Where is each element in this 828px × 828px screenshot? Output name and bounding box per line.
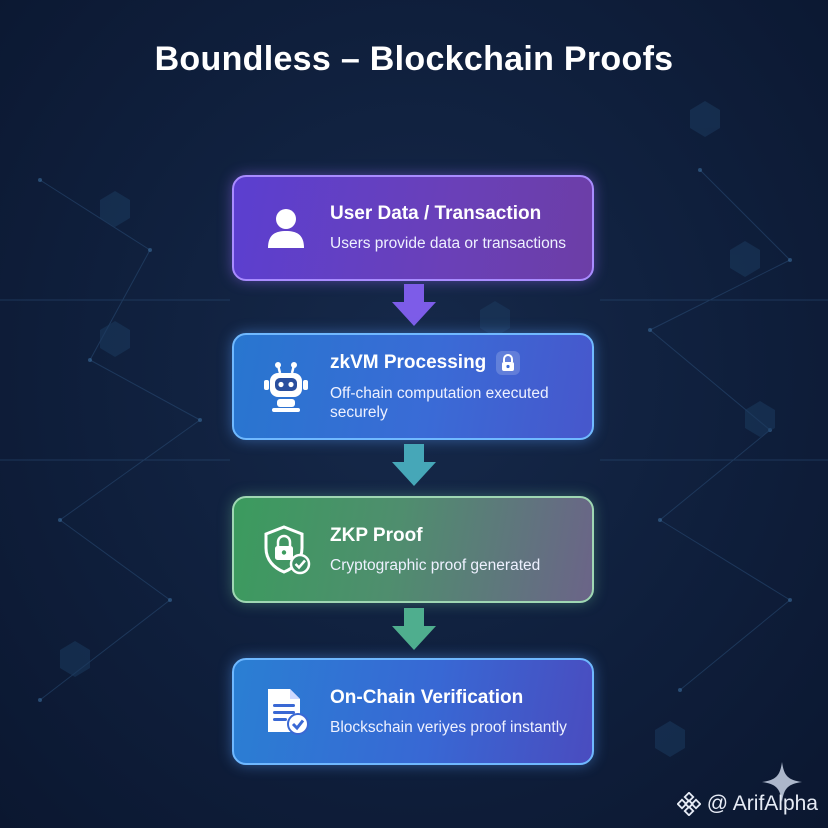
down-arrow-icon [392, 284, 436, 326]
user-icon [268, 209, 304, 248]
step-description: Users provide data or transactions [330, 235, 567, 252]
step-title-text: zkVM Processing [330, 352, 487, 373]
sparkle-icon [762, 762, 802, 802]
step-description: Blockschain veriyes proof instantly [330, 718, 567, 736]
watermark-handle: @ ArifAlpha [706, 792, 818, 815]
lock-icon [496, 351, 521, 375]
step-description: Off-chain computation executed securely [330, 385, 549, 421]
step-card-zkp-proof: ZKP Proof Cryptographic proof generated [232, 496, 594, 603]
step-title: User Data / Transaction [330, 203, 542, 224]
down-arrow-icon [392, 608, 436, 650]
step-title: zkVM Processing [330, 351, 576, 375]
page-title: Boundless – Blockchain Proofs [154, 40, 674, 78]
step-title: On-Chain Verification [330, 686, 524, 708]
shield-lock-icon [264, 524, 311, 574]
step-card-zkvm-processing: zkVM Processing Off-chain computation ex… [232, 333, 594, 440]
down-arrow-icon [392, 444, 436, 486]
document-check-icon [268, 688, 309, 735]
step-description: Cryptographic proof generated [330, 556, 541, 574]
step-card-on-chain-verification: On-Chain Verification Blockschain veriye… [232, 658, 594, 765]
step-title: ZKP Proof [330, 524, 423, 546]
step-card-user-data: User Data / Transaction Users provide da… [232, 175, 594, 281]
robot-icon [264, 361, 308, 412]
binance-logo-icon [676, 792, 701, 816]
watermark: @ ArifAlpha [676, 792, 818, 816]
